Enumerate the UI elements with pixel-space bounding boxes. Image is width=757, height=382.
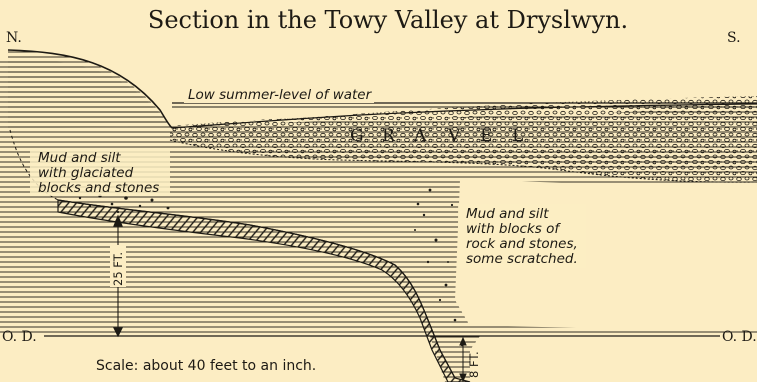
datum-label-right: O. D. (722, 329, 757, 345)
left-deposit-line-2: with glaciated (38, 165, 134, 181)
gravel-letter-3: A (413, 126, 427, 146)
scale-note: Scale: about 40 feet to an inch. (96, 358, 316, 374)
datum-label-left: O. D. (2, 329, 37, 345)
right-deposit-line-3: rock and stones, (466, 236, 578, 252)
left-deposit-line-3: blocks and stones (38, 180, 159, 196)
diagram-title: Section in the Towy Valley at Dryslwyn. (148, 6, 628, 34)
depth-left-label: 25 FT. (111, 252, 125, 286)
left-deposit-line-1: Mud and silt (38, 150, 121, 166)
south-label: S. (727, 30, 741, 46)
water-level-label: Low summer-level of water (188, 87, 373, 103)
right-deposit-line-2: with blocks of (466, 221, 561, 237)
gravel-letter-1: G (350, 126, 364, 146)
gravel-letter-4: V (447, 126, 461, 146)
gravel-letter-6: L (512, 126, 523, 146)
gravel-letter-2: R (382, 126, 396, 146)
right-deposit-line-1: Mud and silt (466, 206, 549, 222)
right-deposit-line-4: some scratched. (466, 251, 578, 267)
depth-right-label: 8 FT. (467, 351, 481, 378)
gravel-letter-5: E (480, 126, 492, 146)
north-label: N. (6, 30, 22, 46)
